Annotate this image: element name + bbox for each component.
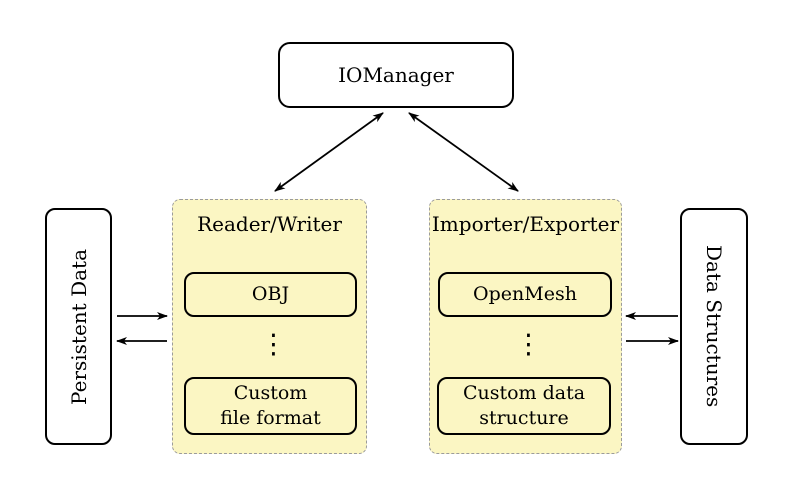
vertical-ellipsis-icon: ⋮ [260, 329, 287, 360]
group-reader-writer-label: Reader/Writer [197, 212, 342, 236]
group-importer-exporter-label: Importer/Exporter [431, 212, 620, 236]
node-custom-file-format: Custom file format [184, 377, 357, 435]
node-custom-data-structure-line1: Custom data [462, 382, 586, 404]
node-openmesh-label: OpenMesh [473, 283, 577, 305]
node-io-manager-label: IOManager [338, 63, 454, 87]
node-openmesh: OpenMesh [438, 272, 612, 317]
arrow-iomanager-importerexporter [408, 112, 519, 192]
node-custom-file-format-line1: Custom [233, 382, 308, 404]
node-custom-data-structure: Custom data structure [437, 377, 611, 435]
arrow-iomanager-readerwriter [274, 112, 384, 192]
node-custom-data-structure-line2: structure [479, 407, 569, 429]
node-io-manager: IOManager [278, 42, 514, 108]
node-data-structures-label: Data Structures [702, 245, 726, 408]
node-obj: OBJ [184, 272, 357, 317]
node-custom-file-format-line2: file format [220, 407, 321, 429]
node-persistent-data-label: Persistent Data [66, 248, 91, 405]
node-persistent-data: Persistent Data [45, 208, 112, 445]
node-obj-label: OBJ [251, 283, 290, 305]
vertical-ellipsis-icon: ⋮ [515, 329, 542, 360]
node-data-structures: Data Structures [680, 208, 748, 445]
